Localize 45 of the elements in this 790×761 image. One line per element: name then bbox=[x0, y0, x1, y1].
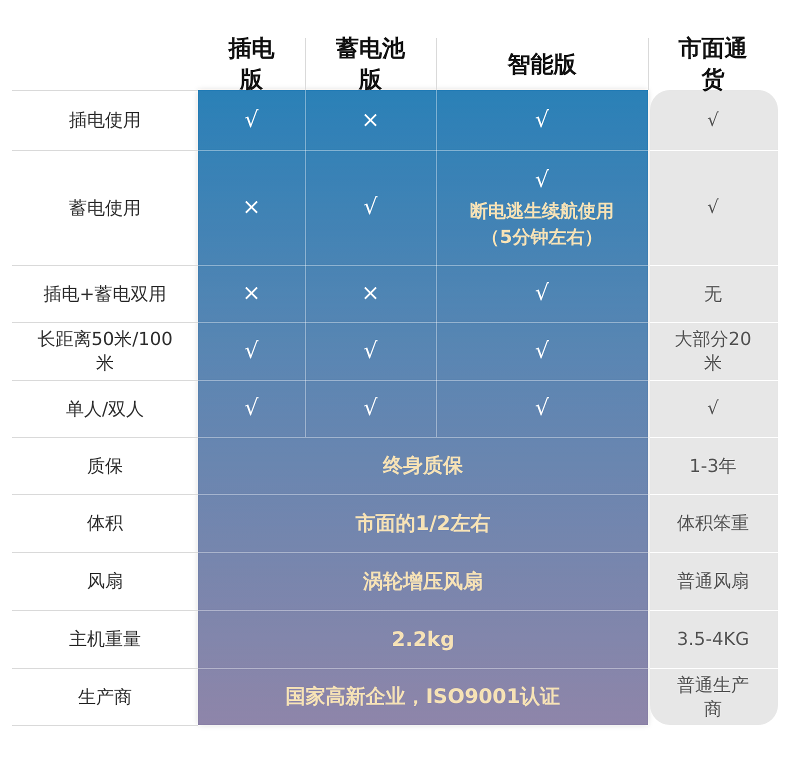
row-header: 生产商 bbox=[78, 686, 132, 708]
cell-text: 2.2kg bbox=[391, 627, 455, 651]
cell-text: 普通风扇 bbox=[677, 570, 749, 593]
mark-text: √ bbox=[534, 396, 550, 421]
cell-text: √ bbox=[707, 398, 719, 419]
row-header: 体积 bbox=[87, 512, 123, 535]
row-header: 插电使用 bbox=[69, 109, 141, 132]
mark-text: √ bbox=[534, 338, 550, 364]
mark-text: √ bbox=[534, 168, 550, 192]
column-header: 蓄电池版 bbox=[335, 35, 406, 95]
cell-text: 无 bbox=[704, 282, 722, 306]
cell-text: √ bbox=[707, 197, 719, 218]
mark-text: √ bbox=[244, 396, 259, 421]
mark-text: × bbox=[361, 108, 380, 132]
mark-text: √ bbox=[244, 108, 259, 132]
cell-text: 大部分20米 bbox=[674, 328, 752, 375]
cell-text: 终身质保 bbox=[383, 452, 463, 479]
cell-text: 1-3年 bbox=[689, 454, 737, 478]
mark-text: √ bbox=[363, 338, 378, 364]
cell-text: √ bbox=[707, 110, 719, 130]
row-header: 质保 bbox=[87, 454, 123, 478]
mark-text: √ bbox=[244, 338, 259, 364]
row-header: 主机重量 bbox=[69, 628, 141, 651]
row-header: 插电+蓄电双用 bbox=[43, 282, 167, 306]
note-text: 断电逃生续航使用（5分钟左右） bbox=[469, 200, 615, 250]
row-header: 单人/双人 bbox=[66, 398, 144, 420]
column-header: 市面通货 bbox=[678, 35, 748, 95]
mark-text: × bbox=[242, 281, 261, 306]
row-header: 风扇 bbox=[87, 570, 123, 593]
mark-text: × bbox=[361, 281, 380, 306]
cell-text: 普通生产商 bbox=[676, 674, 750, 720]
mark-text: √ bbox=[363, 396, 378, 421]
mark-text: × bbox=[242, 195, 261, 220]
cell-text: 市面的1/2左右 bbox=[355, 510, 491, 536]
column-header: 智能版 bbox=[508, 50, 576, 80]
mark-text: √ bbox=[534, 281, 550, 306]
mark-text: √ bbox=[363, 195, 378, 220]
mark-text: √ bbox=[534, 108, 550, 132]
cell-text: 3.5-4KG bbox=[676, 628, 750, 650]
cell-text: 国家高新企业，ISO9001认证 bbox=[286, 683, 560, 710]
cell-text: 体积笨重 bbox=[677, 512, 749, 535]
row-header: 长距离50米/100米 bbox=[36, 328, 174, 375]
row-header: 蓄电使用 bbox=[69, 196, 141, 220]
cell-text: 涡轮增压风扇 bbox=[363, 568, 483, 594]
column-header: 插电版 bbox=[227, 35, 276, 95]
